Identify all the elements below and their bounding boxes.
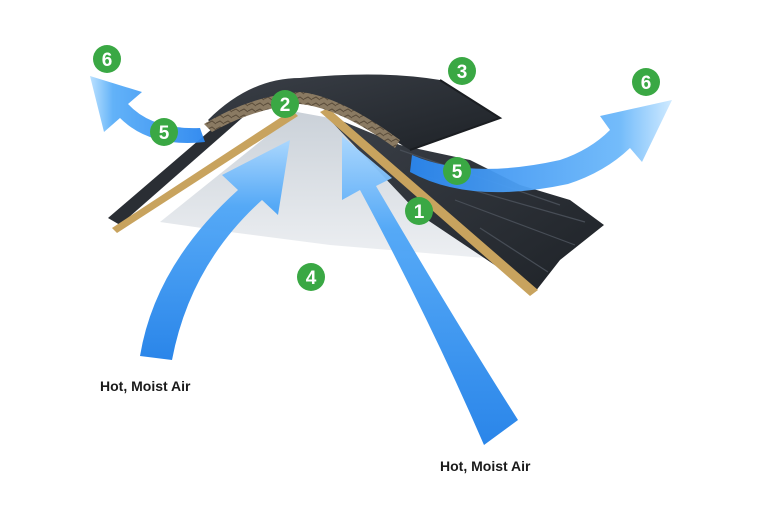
badge-5-right: 5: [443, 157, 471, 185]
svg-text:1: 1: [414, 202, 425, 223]
attic-interior: [160, 112, 485, 258]
hot-air-arrow-right: [342, 136, 518, 445]
svg-text:5: 5: [452, 162, 463, 183]
svg-text:6: 6: [102, 50, 113, 71]
ridge-vent-filter: [204, 92, 400, 148]
left-roof-deck: [112, 110, 298, 233]
svg-text:5: 5: [159, 123, 170, 144]
hot-moist-air-label-left: Hot, Moist Air: [100, 378, 191, 394]
ridge-cap-edge: [409, 79, 503, 151]
hot-air-arrow-left: [140, 140, 290, 360]
exhaust-arrow-right: [410, 100, 672, 193]
badge-2: 2: [271, 90, 299, 118]
svg-text:4: 4: [306, 268, 317, 289]
badge-3: 3: [448, 57, 476, 85]
left-roof-slope: [108, 98, 258, 225]
exhaust-arrow-left: [90, 76, 205, 143]
badge-1: 1: [405, 197, 433, 225]
svg-text:2: 2: [280, 95, 291, 116]
badge-4: 4: [297, 263, 325, 291]
svg-text:6: 6: [641, 73, 652, 94]
badge-5-left: 5: [150, 118, 178, 146]
badge-6-left: 6: [93, 45, 121, 73]
hot-moist-air-label-right: Hot, Moist Air: [440, 458, 531, 474]
badge-6-right: 6: [632, 68, 660, 96]
svg-text:3: 3: [457, 62, 468, 83]
